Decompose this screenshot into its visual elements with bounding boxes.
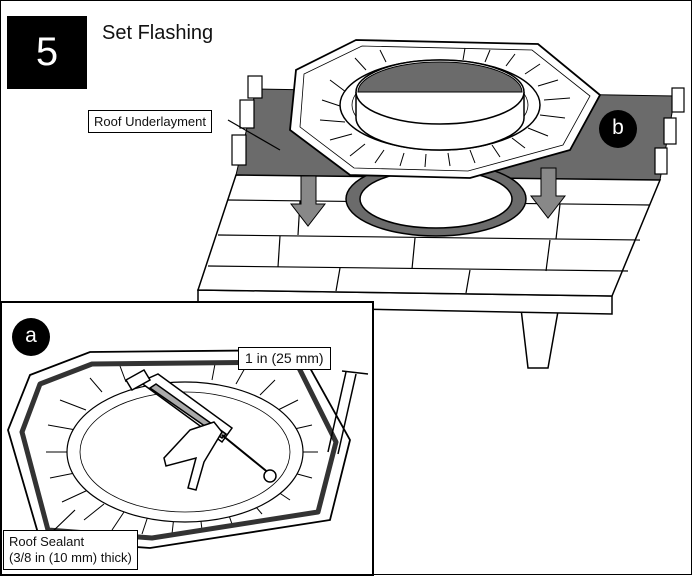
sealant-bead — [19, 359, 339, 541]
dimension-line — [327, 370, 369, 455]
step-number-box: 5 — [7, 16, 87, 89]
marker-b: b — [599, 110, 637, 148]
underlayment-leader — [227, 119, 281, 151]
inset-flashing-ribs — [46, 363, 318, 535]
caulk-gun — [124, 368, 277, 491]
roof-underlayment-label: Roof Underlayment — [88, 110, 212, 133]
side-shingle-tabs — [231, 75, 685, 175]
step-number: 5 — [35, 30, 59, 74]
step-title: Set Flashing — [102, 22, 214, 44]
roof-sealant-line1: Roof Sealant — [9, 534, 85, 549]
roof-sealant-line2: (3/8 in (10 mm) thick) — [9, 550, 132, 565]
flashing-inner-edge — [299, 45, 591, 172]
roof-sealant-label: Roof Sealant (3/8 in (10 mm) thick) — [3, 530, 138, 570]
down-arrow-right — [529, 167, 567, 219]
marker-a: a — [12, 318, 50, 356]
one-inch-label: 1 in (25 mm) — [238, 347, 331, 370]
inset-flashing-opening-inner — [79, 391, 291, 513]
flashing-collar-shadow — [357, 61, 523, 93]
down-arrow-left — [289, 175, 327, 227]
